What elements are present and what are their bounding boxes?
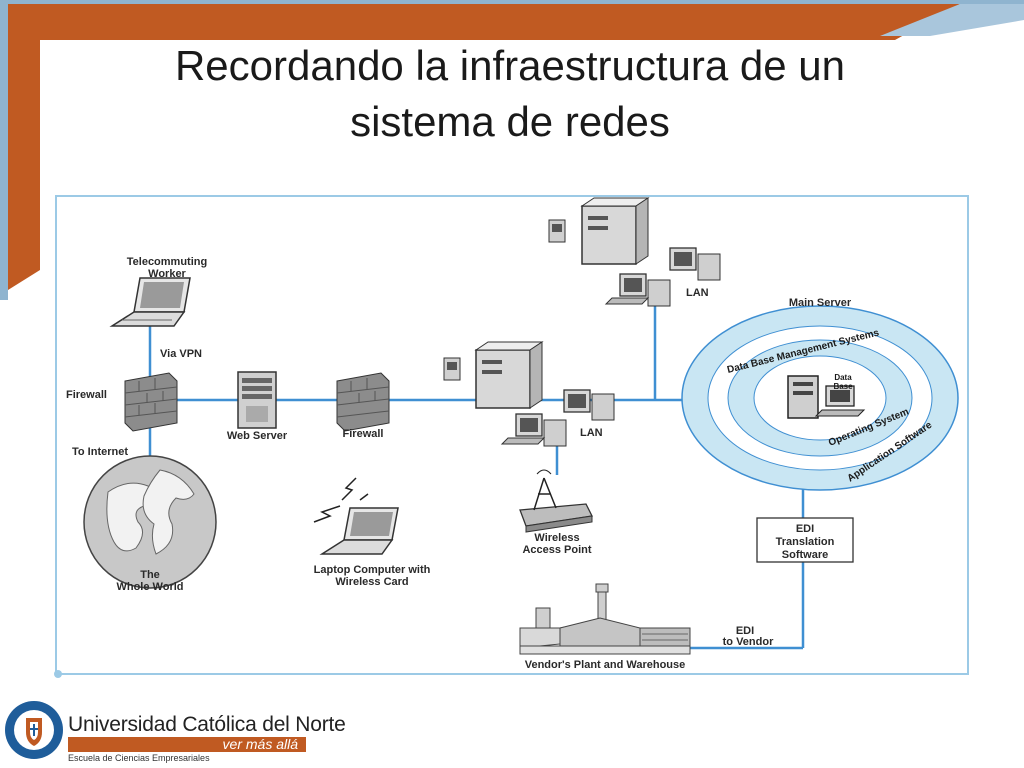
lan-top-computers	[548, 197, 721, 307]
label-edi-translation-2: Translation	[776, 536, 835, 548]
laptop-icon	[109, 277, 191, 327]
label-firewall-left: Firewall	[66, 389, 107, 401]
edi-translation-box	[756, 517, 854, 563]
label-edi-vendor-1: EDI	[736, 625, 754, 637]
desktop-computer-icon	[563, 389, 615, 421]
firewall-icon	[124, 372, 178, 432]
label-firewall-mid: Firewall	[343, 428, 384, 440]
desktop-computer-icon	[500, 413, 567, 447]
label-whole-world-2: Whole World	[116, 581, 183, 593]
tagline: ver más allá	[222, 736, 298, 752]
university-name: Universidad Católica del Norte	[68, 713, 346, 736]
server-icon	[474, 341, 544, 409]
label-edi-vendor-2: to Vendor	[723, 636, 774, 648]
label-whole-world-1: The	[140, 569, 160, 581]
label-edi-translation-1: EDI	[796, 523, 814, 535]
label-main-server: Main Server	[789, 297, 852, 309]
firewall-icon	[336, 372, 390, 432]
tagline-bar: ver más allá	[68, 736, 306, 752]
label-vendor-plant: Vendor's Plant and Warehouse	[525, 659, 686, 671]
laptop-icon	[319, 507, 399, 555]
desktop-computer-icon	[443, 357, 461, 381]
frame-corner-dot	[54, 670, 62, 678]
desktop-computer-icon	[548, 219, 566, 243]
university-seal-logo	[5, 701, 63, 759]
server-icon	[580, 197, 650, 265]
slide-title-line-1: Recordando la infraestructura de un	[174, 42, 846, 89]
label-laptop-wireless-1: Laptop Computer with	[314, 564, 431, 576]
school-name: Escuela de Ciencias Empresariales	[68, 753, 210, 763]
label-web-server: Web Server	[227, 430, 288, 442]
wireless-signal-icon	[313, 477, 369, 523]
label-telecommuting-worker-2: Worker	[148, 268, 186, 280]
network-diagram: Telecommuting Worker Via VPN Firewall To…	[54, 195, 969, 678]
slide-title-line-2: sistema de redes	[350, 98, 670, 145]
slide-decoration	[0, 0, 1024, 300]
factory-icon	[519, 583, 691, 655]
label-lan-top: LAN	[686, 287, 709, 299]
main-server-computer-icon	[787, 375, 866, 419]
label-to-internet: To Internet	[72, 446, 128, 458]
globe-icon	[83, 455, 217, 589]
label-wireless-ap-2: Access Point	[522, 544, 591, 556]
label-telecommuting-worker-1: Telecommuting	[127, 256, 207, 268]
wireless-tower-icon	[519, 469, 593, 533]
label-via-vpn: Via VPN	[160, 348, 202, 360]
desktop-computer-icon	[604, 273, 671, 307]
label-data-base-1: Data	[834, 373, 852, 382]
label-wireless-ap-1: Wireless	[534, 532, 579, 544]
desktop-computer-icon	[669, 247, 721, 281]
lan-mid-computers	[443, 341, 615, 447]
main-server-rings	[681, 305, 959, 491]
label-data-base-2: Base	[833, 382, 853, 391]
label-laptop-wireless-2: Wireless Card	[335, 576, 408, 588]
label-lan-mid: LAN	[580, 427, 603, 439]
server-icon	[237, 371, 277, 429]
label-edi-translation-3: Software	[782, 549, 828, 561]
slide-title: Recordando la infraestructura de un sist…	[100, 38, 920, 150]
